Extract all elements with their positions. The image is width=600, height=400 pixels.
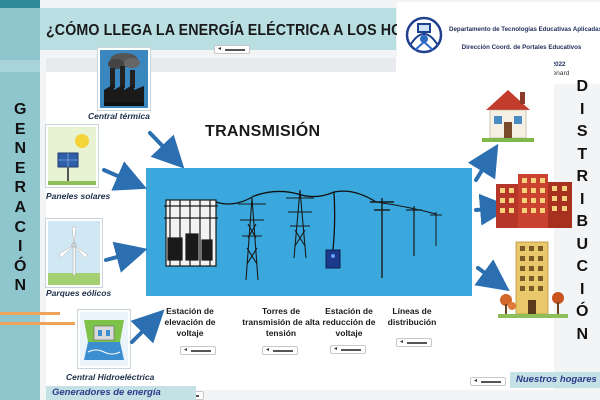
hydro-plant-icon	[80, 312, 128, 366]
high-voltage-tower-icon-2	[286, 189, 314, 259]
speaker-icon: ◂	[184, 347, 188, 353]
arrow-casa	[467, 143, 499, 182]
audio-button-hogares[interactable]: ◂	[470, 377, 506, 386]
central-hidroelectrica-label: Central Hidroeléctrica	[66, 372, 155, 382]
arrow-eolicos	[104, 241, 148, 273]
factory-icon	[100, 50, 148, 108]
central-hidroelectrica-image[interactable]	[78, 310, 130, 368]
central-termica-label: Central térmica	[88, 111, 150, 121]
transmission-illustration	[164, 189, 442, 281]
caption-reduction: Estación de reducción de voltaje	[322, 306, 376, 338]
orange-marker-line-2	[0, 322, 75, 325]
orange-marker-line-1	[0, 312, 60, 315]
paneles-solares-label: Paneles solares	[46, 191, 111, 201]
arrow-termica	[148, 131, 185, 169]
parques-eolicos-label: Parques eólicos	[46, 288, 112, 298]
audio-button-elevation[interactable]: ◂	[180, 346, 216, 355]
distribution-pole-icon-2	[406, 206, 422, 256]
parques-eolicos-image[interactable]	[46, 219, 102, 287]
speaker-icon: ◂	[400, 339, 404, 345]
substation-reduction-icon	[325, 249, 341, 269]
caption-distribution-lines: Líneas de distribución	[387, 306, 437, 327]
caption-towers: Torres de transmisión de alta tensión	[242, 306, 320, 338]
arrow-solares	[102, 161, 147, 191]
transmision-heading: TRANSMISIÓN	[205, 123, 321, 140]
high-voltage-tower-icon-1	[238, 197, 266, 281]
ministry-logo-icon	[405, 16, 443, 54]
speaker-icon: ◂	[334, 346, 338, 352]
arrow-edificio-alto	[474, 259, 510, 292]
audio-button-distribution[interactable]: ◂	[396, 338, 432, 347]
central-termica-image[interactable]	[98, 48, 150, 110]
wind-turbine-icon	[48, 221, 100, 285]
distribution-pole-icon-3	[430, 212, 442, 246]
solar-panel-icon	[48, 127, 96, 185]
distribucion-vertical-label: D I S T R I B U C I Ó N	[576, 78, 589, 343]
left-strip-band	[0, 60, 40, 72]
arrow-hidro	[130, 309, 165, 344]
page-title: ¿CÓMO LLEGA LA ENERGÍA ELÉCTRICA A LOS H…	[46, 22, 463, 39]
header-band	[40, 8, 396, 50]
generacion-vertical-label: G E N E R A C I Ó N	[14, 101, 27, 295]
footer-generators-bar	[46, 386, 196, 400]
left-strip-accent	[0, 0, 40, 8]
paneles-solares-image[interactable]	[46, 125, 98, 187]
audio-button-towers[interactable]: ◂	[262, 346, 298, 355]
audio-button-reduction[interactable]: ◂	[330, 345, 366, 354]
substation-elevation-icon	[164, 199, 218, 267]
distribution-pole-icon-1	[370, 198, 394, 278]
audio-button-title[interactable]: ◂	[214, 45, 250, 54]
logo-direction: Dirección Coord. de Portales Educativos	[461, 44, 582, 51]
footer-hogares-label: Nuestros hogares	[516, 374, 597, 385]
footer-generators-label: Generadores de energía	[52, 387, 161, 398]
tall-building-icon[interactable]	[498, 238, 568, 318]
footer-hogares-bar	[510, 372, 600, 388]
apartment-building-icon[interactable]	[494, 170, 574, 230]
speaker-icon: ◂	[474, 378, 478, 384]
caption-elevation: Estación de elevación de voltaje	[164, 306, 216, 338]
speaker-icon: ◂	[218, 46, 222, 52]
logo-department: Departamento de Tecnologías Educativas A…	[449, 26, 600, 33]
house-icon[interactable]	[480, 84, 536, 142]
speaker-icon: ◂	[266, 347, 270, 353]
trees	[500, 292, 564, 314]
